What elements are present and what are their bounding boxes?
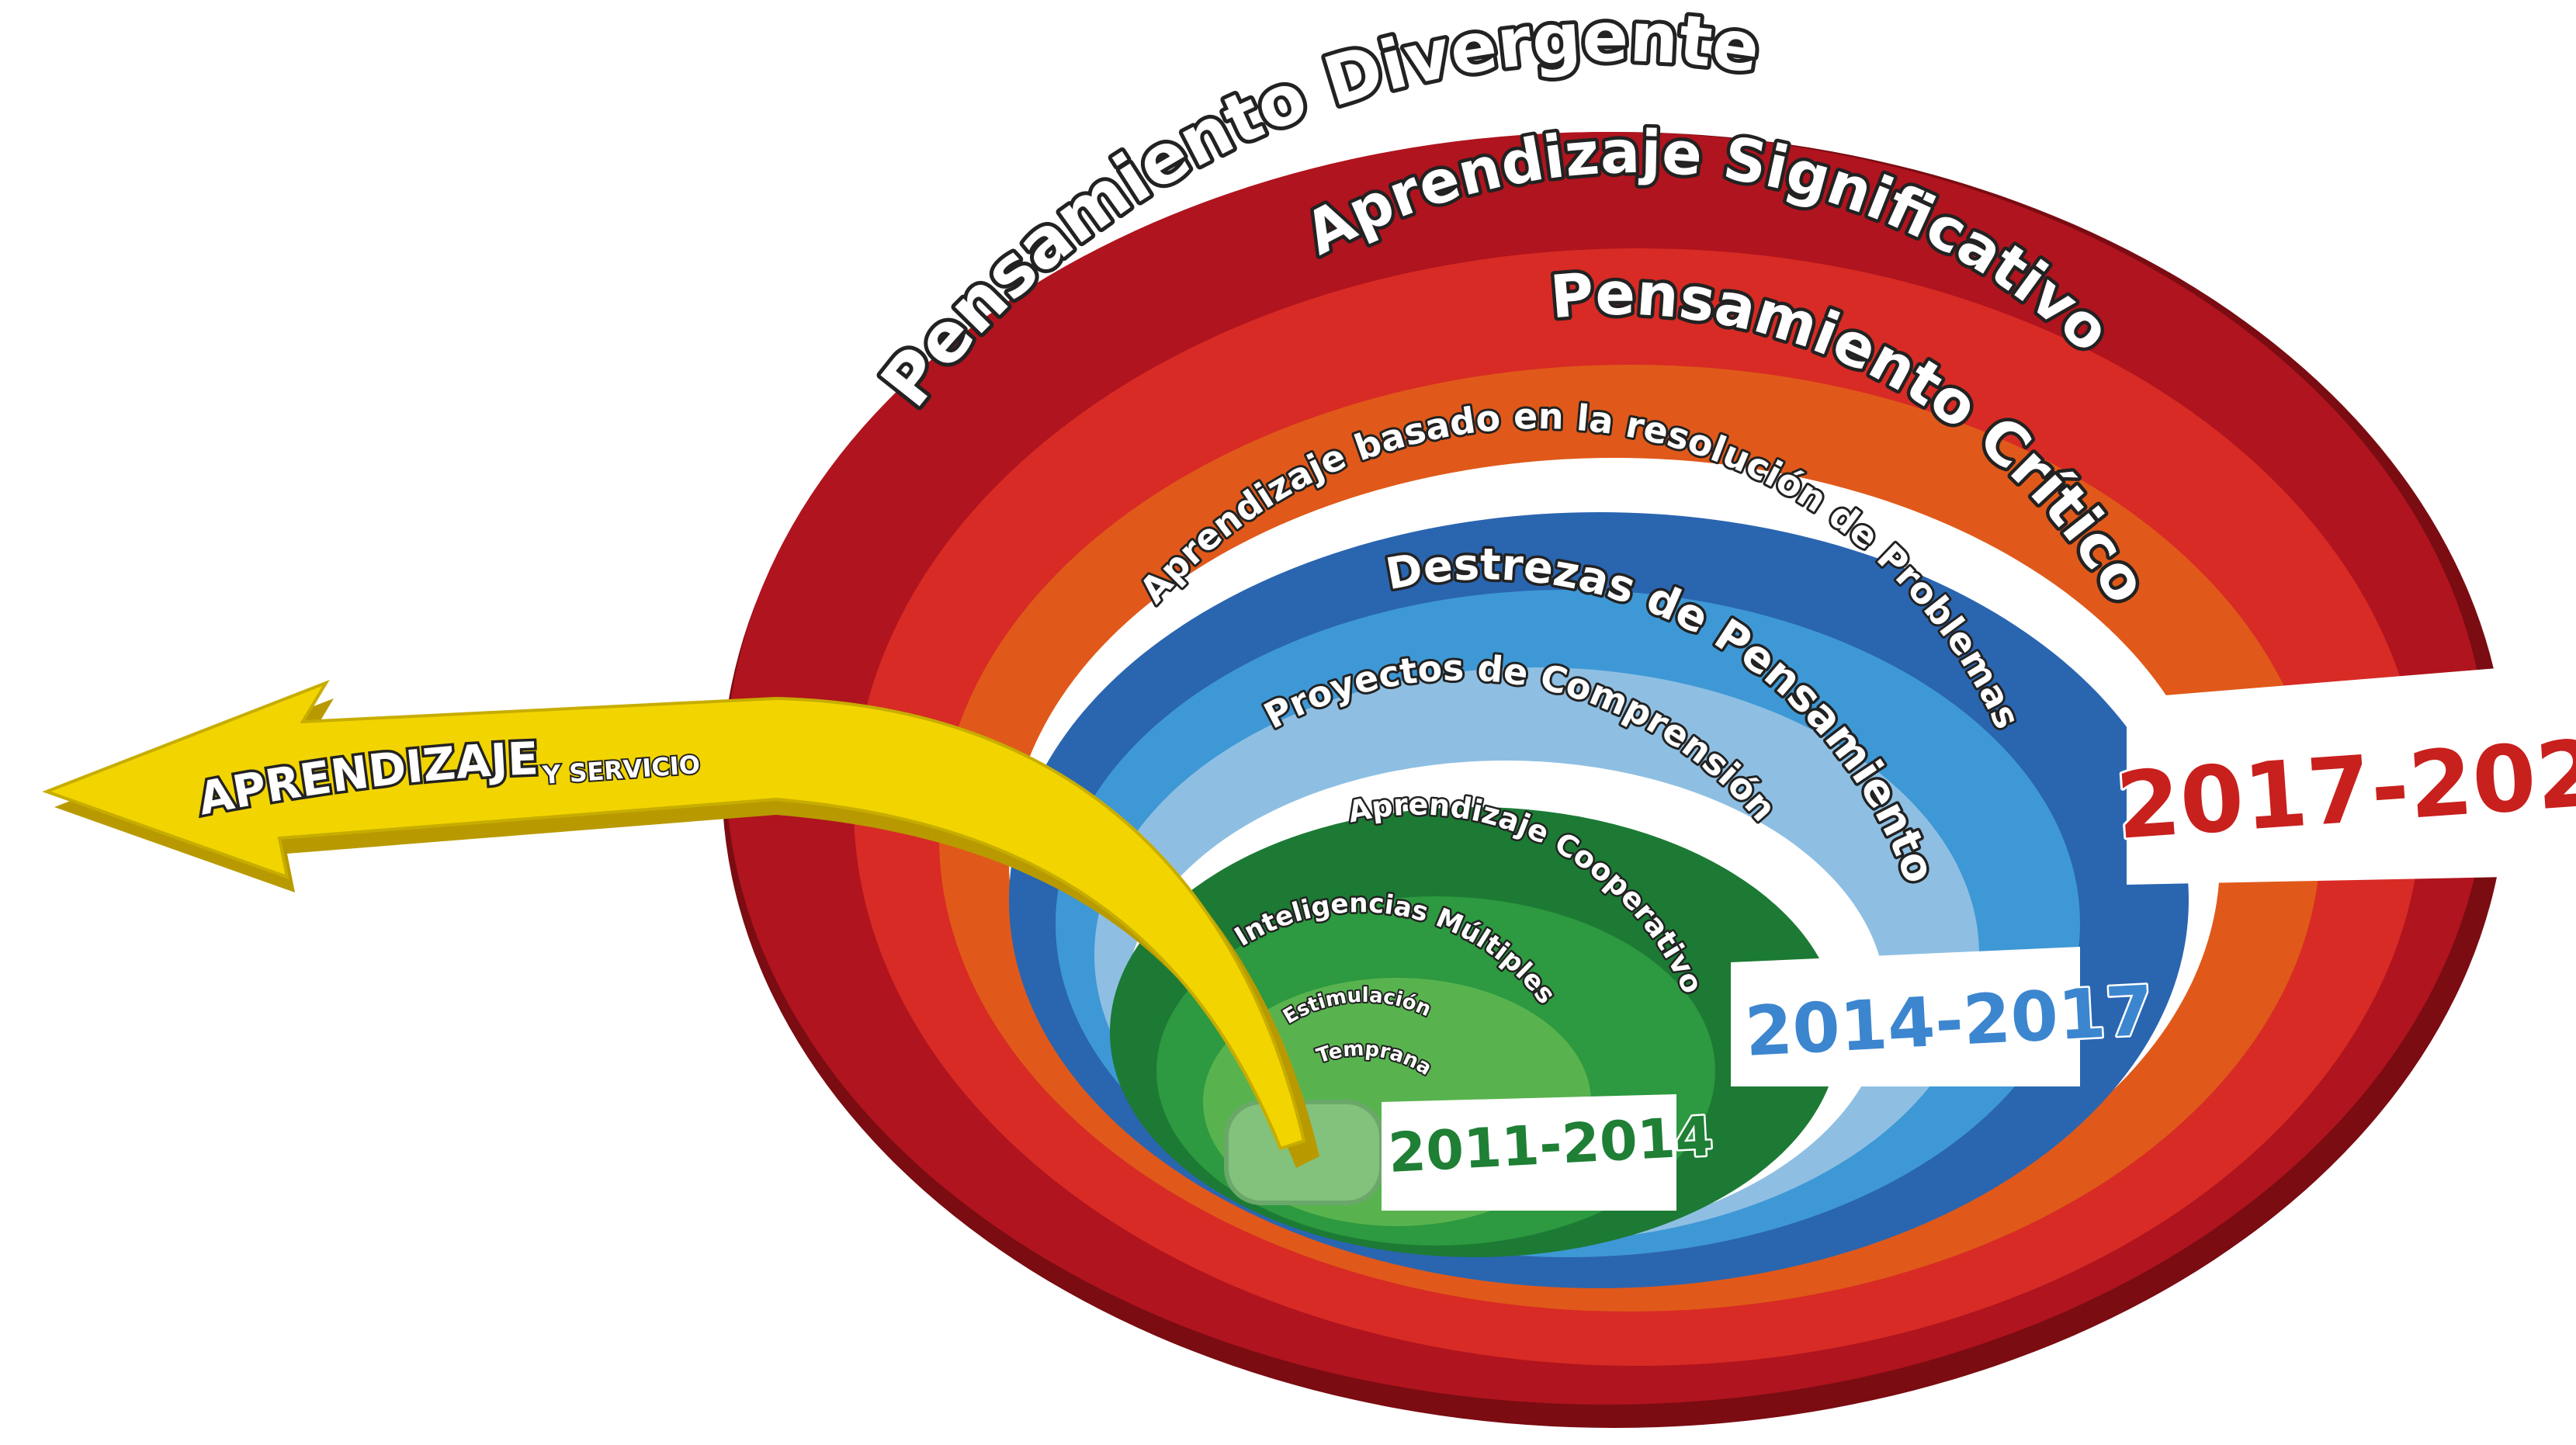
- step-block-2014-2017: [1731, 947, 2080, 1086]
- step-block-2017-2020: [2127, 667, 2507, 885]
- year-2014-2017: 2014-2017: [1743, 971, 2155, 1072]
- arrow-body: [42, 680, 1306, 1151]
- step-blocks: [1382, 667, 2507, 1211]
- aprendizaje-servicio-arrow: APRENDIZAJE Y SERVICIO: [42, 680, 1319, 1168]
- step-block-2011-2014: [1382, 1094, 1676, 1211]
